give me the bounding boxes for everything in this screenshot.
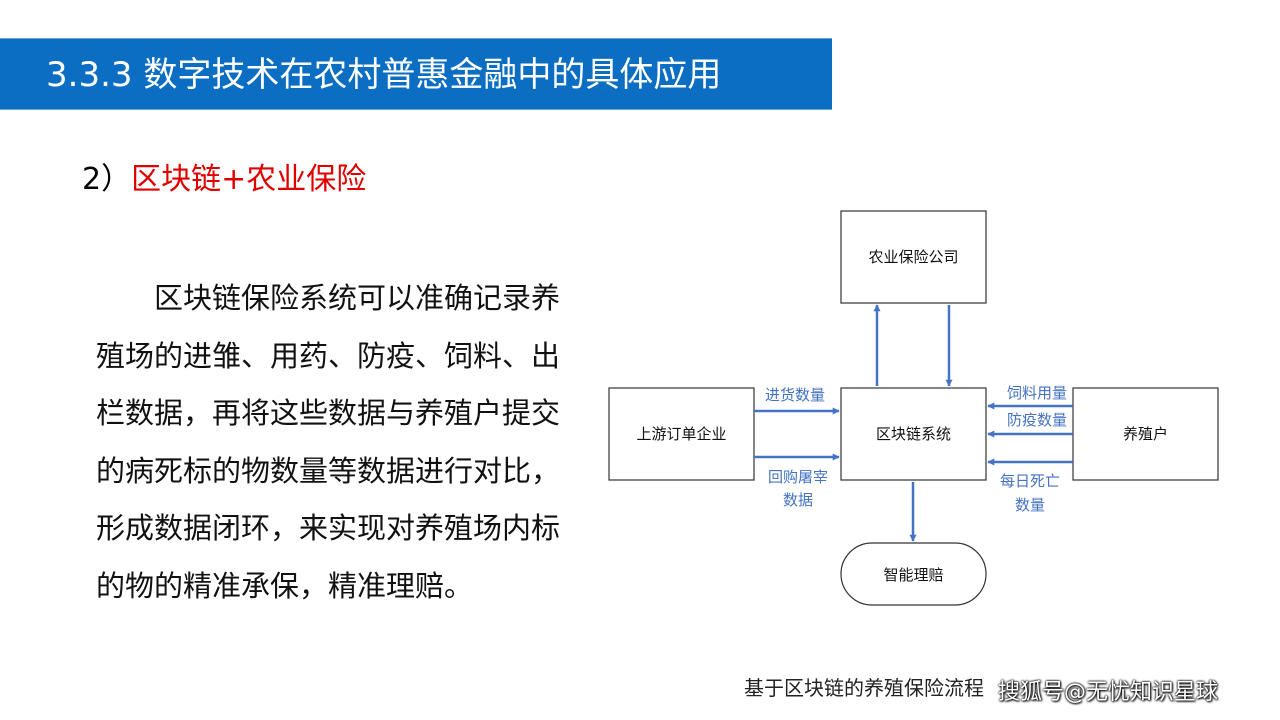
claims-label: 智能理赔 (883, 566, 943, 584)
label-death-line2: 数量 (1015, 496, 1045, 514)
insurer-label: 农业保险公司 (868, 248, 958, 266)
upstream-label: 上游订单企业 (636, 425, 726, 443)
insurer-box (840, 210, 987, 304)
body-paragraph: 区块链保险系统可以准确记录养殖场的进雏、用药、防疫、饲料、出栏数据，再将这些数据… (96, 281, 561, 603)
upstream-box (608, 387, 755, 481)
label-death-line1: 每日死亡 (1000, 472, 1060, 490)
diagram-caption: 基于区块链的养殖保险流程 (744, 676, 984, 700)
label-feed: 饲料用量 (1007, 384, 1067, 402)
blockchain-box (840, 387, 987, 481)
watermark: 搜狐号@无忧知识星球 (998, 680, 1219, 705)
title-bar: 3.3.3 数字技术在农村普惠金融中的具体应用 (0, 38, 832, 110)
subtitle-number: 2） (82, 162, 132, 197)
slide-title: 3.3.3 数字技术在农村普惠金融中的具体应用 (46, 55, 722, 95)
label-vaccine: 防疫数量 (1007, 411, 1067, 429)
label-purchase: 进货数量 (765, 386, 825, 404)
farmer-label: 养殖户 (1123, 425, 1168, 443)
label-buyback-line1: 回购屠宰 (768, 468, 828, 486)
claims-box (840, 542, 987, 606)
section-subtitle: 2）区块链+农业保险 (82, 160, 366, 200)
subtitle-text: 区块链+农业保险 (131, 162, 367, 197)
blockchain-label: 区块链系统 (876, 425, 951, 443)
label-buyback-line2: 数据 (783, 491, 813, 509)
